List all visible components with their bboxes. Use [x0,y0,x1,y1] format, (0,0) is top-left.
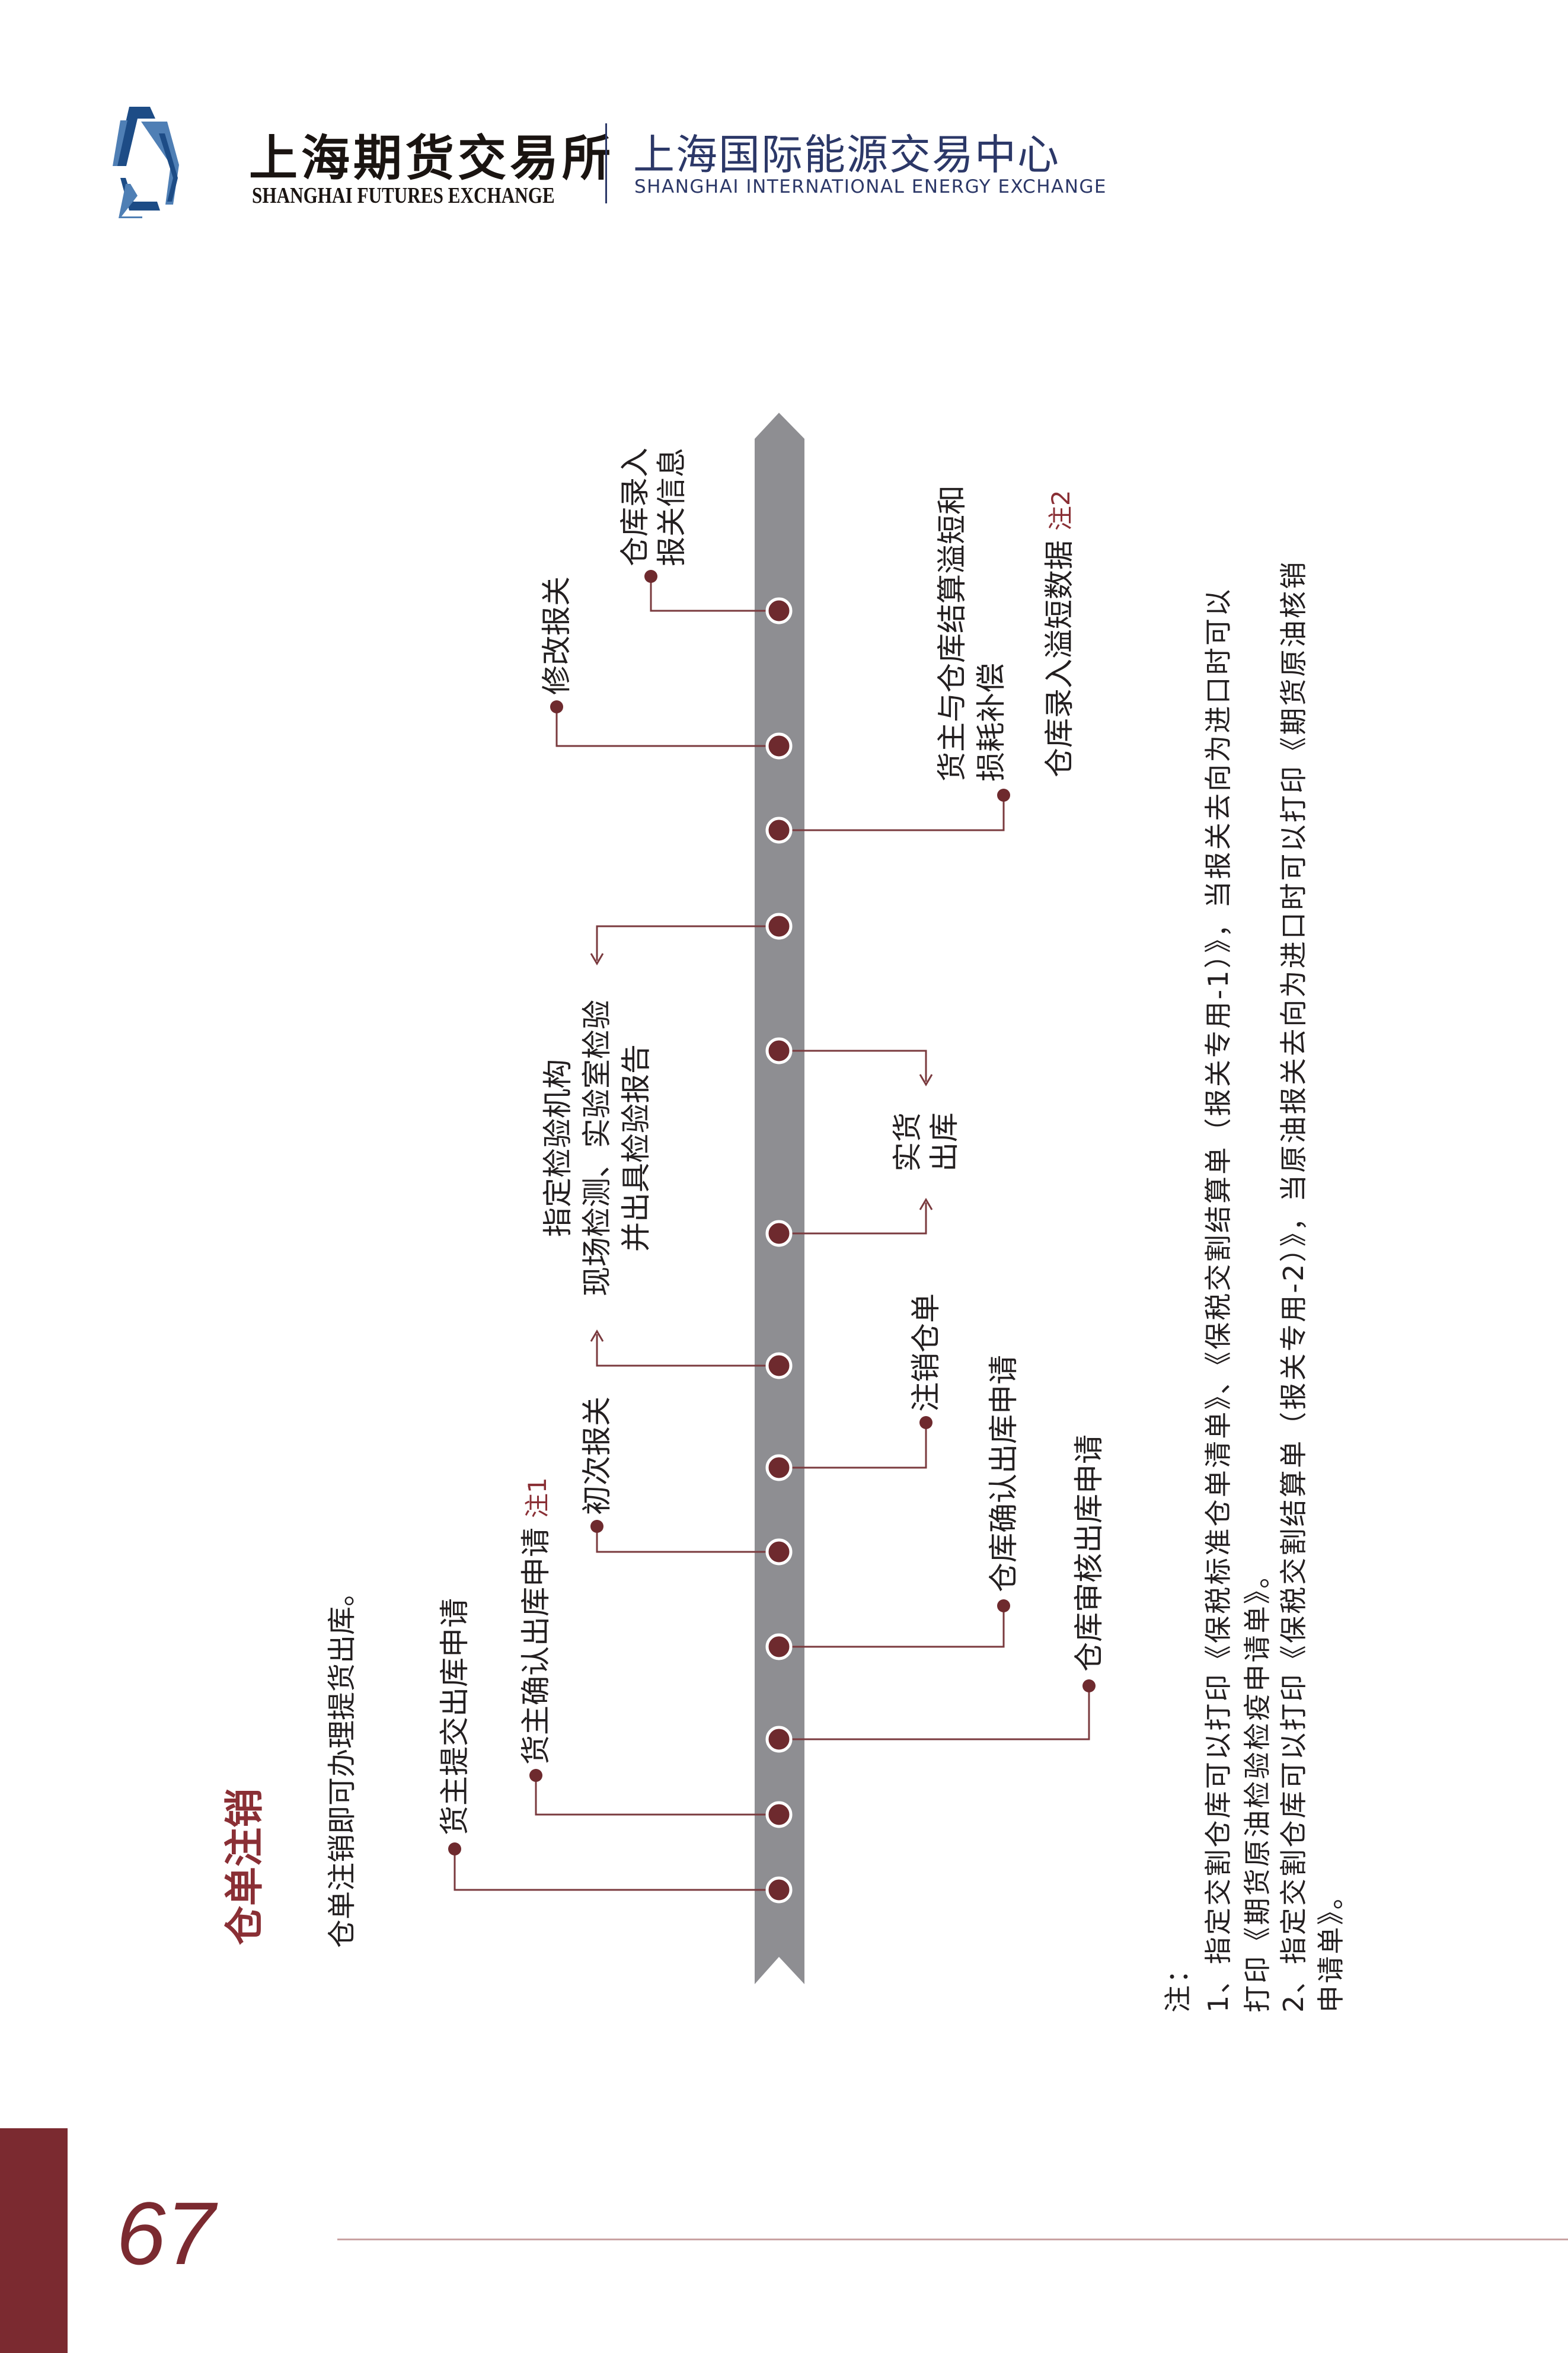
step-warehouse-confirm: 仓库确认出库申请 [986,1355,1021,1592]
step-first-customs: 初次报关 [580,1397,614,1515]
inspection-line: 现场检测、实验室检验 [580,1000,614,1296]
label-line: 损耗补偿 [974,663,1008,782]
step-settlement: 货主与仓库结算溢短和 损耗补偿 [933,485,1011,782]
sfe-logo-icon [113,107,179,218]
connector-lines [454,576,1090,1891]
note-line: 打印《期货原油检验检疫申请单》。 [1241,1559,1273,2013]
arrow-down-icon [590,953,604,965]
timeline-bar [755,413,804,1984]
ine-name-en: SHANGHAI INTERNATIONAL ENERGY EXCHANGE [634,176,1107,197]
timeline-dots [765,597,793,1904]
step-inspection: 指定检验机构 现场检测、实验室检验 并出具检验报告 [538,970,656,1326]
step-physical-out: 实货 出库 [889,1083,963,1201]
label-line: 报关信息 [654,448,689,566]
notes-heading: 注： [1162,1954,1194,2013]
label-line: 实货 [890,1112,925,1172]
note-line: 1、指定交割仓库可以打印《保税标准仓单清单》、《保税交割结算单（报关专用-1）》… [1202,587,1234,2013]
arrow-up-icon [590,1329,604,1342]
label-line: 仓库录入 [618,448,652,566]
step-owner-submit: 货主提交出库申请 [437,1598,472,1835]
page-number: 67 [116,2183,215,2283]
ine-name-cn: 上海国际能源交易中心 [633,130,1060,179]
inspection-line: 指定检验机构 [541,1059,575,1237]
footer-accent-block [0,2128,68,2353]
arrow-down-icon [919,1074,933,1086]
label-line: 出库 [927,1112,962,1172]
note2-mark: 注2 [1046,490,1075,531]
label-line: 货主与仓库结算溢短和 [935,485,969,782]
step-modify-customs: 修改报关 [539,576,574,695]
note-line: 申请单》。 [1315,1880,1347,2013]
arrow-up-icon [919,1198,933,1210]
step-cancel-receipt: 注销仓单 [909,1293,943,1412]
inspection-line: 并出具检验报告 [619,1044,653,1252]
note-line: 2、指定交割仓库可以打印《保税交割结算单（报关专用-2）》，当原油报关去向为进口… [1278,560,1310,2013]
section-title: 仓单注销 [222,1788,267,1945]
section-subtitle: 仓单注销即可办理提货出库。 [325,1577,359,1948]
step-overflow-data: 仓库录入溢短数据 注2 [1042,490,1077,777]
note1-mark: 注1 [523,1477,552,1519]
sfe-name-cn: 上海期货交易所 [249,130,615,187]
sfe-name-en: SHANGHAI FUTURES EXCHANGE [252,183,555,208]
step-warehouse-review: 仓库审核出库申请 [1072,1434,1106,1672]
step-owner-confirm-label: 货主确认出库申请 [519,1528,553,1765]
header-divider [605,123,607,203]
overflow-data-label: 仓库录入溢短数据 [1042,540,1077,777]
label-dots [448,570,1096,1855]
footer-rule [337,2239,1568,2240]
step-owner-confirm: 货主确认出库申请 注1 [519,1477,553,1765]
step-warehouse-customs-info: 仓库录入 报关信息 [617,448,690,566]
